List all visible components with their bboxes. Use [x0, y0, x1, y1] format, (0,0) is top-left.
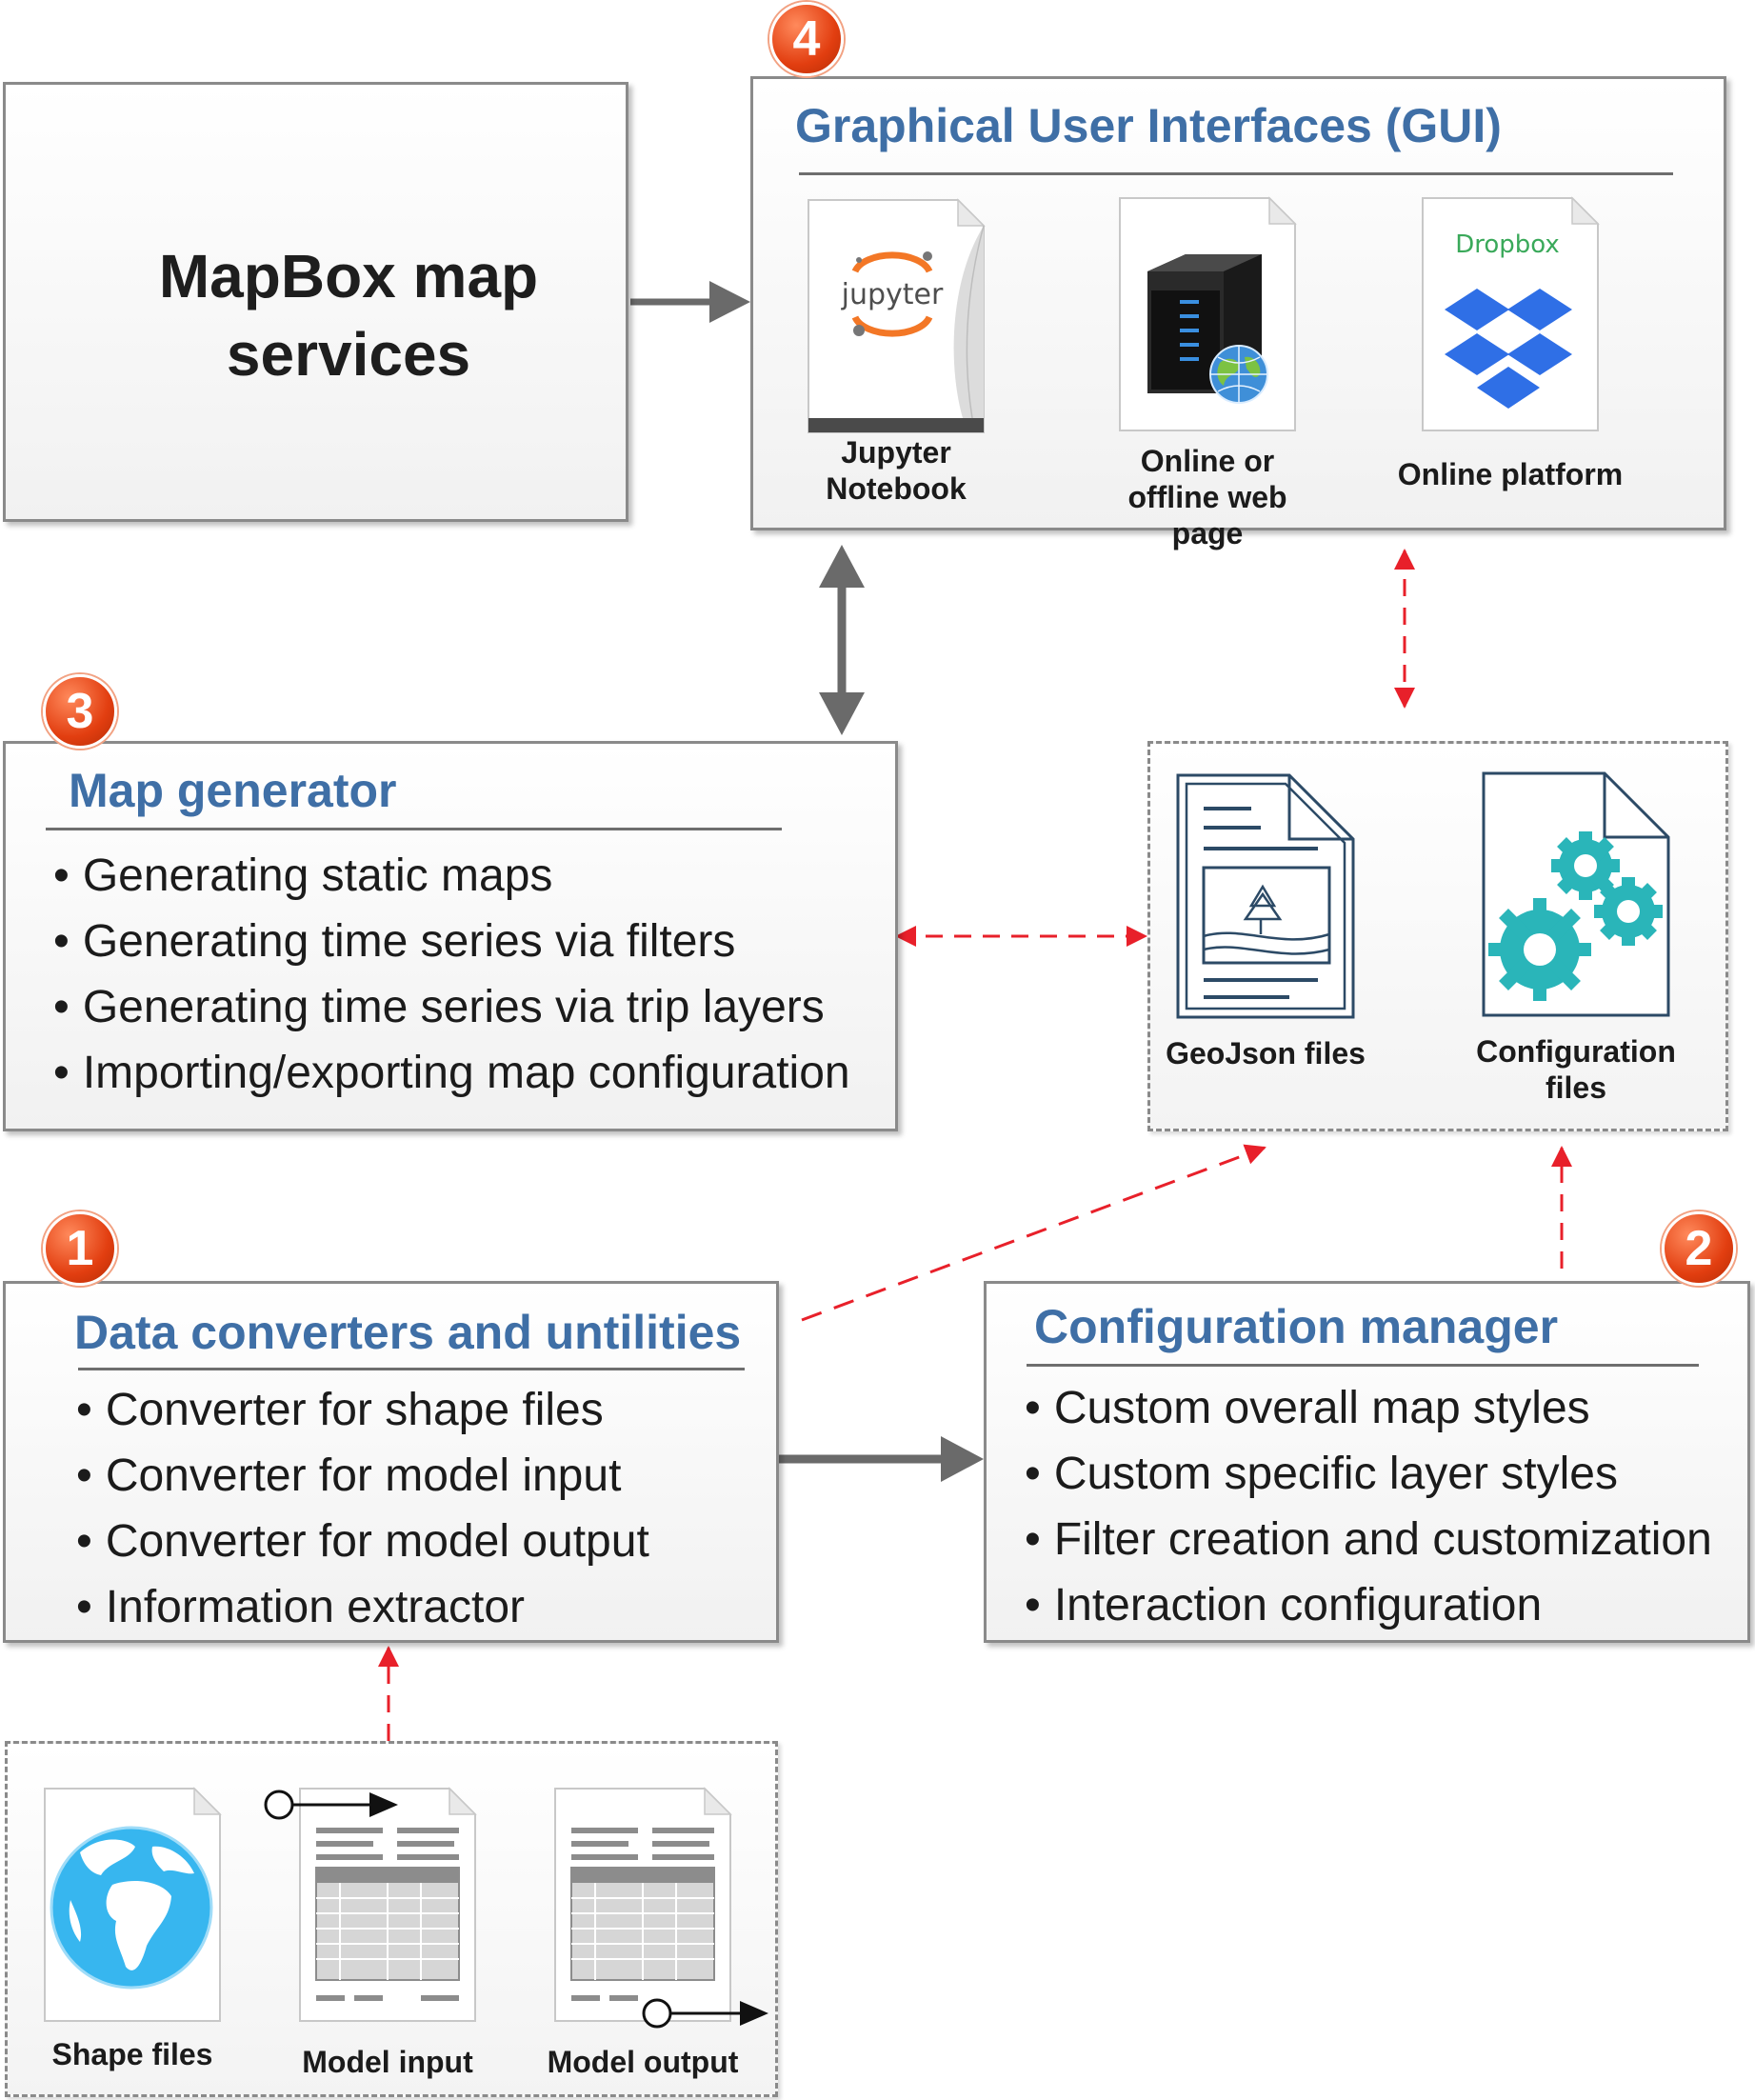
configuration-file-icon [1482, 771, 1670, 1017]
dropbox-icon: Dropbox [1422, 196, 1600, 431]
list-item: Converter for model input [76, 1443, 649, 1509]
inputs-group: Shape files Model input [5, 1741, 778, 2097]
data-converters-box: Data converters and untilities Converter… [3, 1281, 779, 1643]
list-item: Custom overall map styles [1025, 1375, 1712, 1441]
list-item: Converter for model output [76, 1509, 649, 1574]
gui-title-rule [799, 172, 1673, 175]
geojson-file-icon [1176, 773, 1355, 1019]
data-converters-title-rule [78, 1368, 745, 1370]
web-server-icon [1119, 196, 1297, 431]
configuration-manager-title-rule [1027, 1364, 1699, 1367]
badge-1: 1 [43, 1211, 117, 1286]
badge-3: 3 [43, 674, 117, 749]
geojson-files-label: GeoJson files [1166, 1036, 1366, 1070]
map-generator-bullets: Generating static maps Generating time s… [53, 843, 850, 1106]
gui-box: Graphical User Interfaces (GUI) jupyter … [750, 76, 1726, 550]
arrowhead-gui-mapgen-up [819, 545, 865, 588]
list-item: Filter creation and customization [1025, 1507, 1712, 1572]
list-item: Information extractor [76, 1574, 649, 1640]
badge-2: 2 [1662, 1211, 1736, 1286]
gui-webpage-label: Online or offline web page [1127, 444, 1287, 550]
configuration-files-label: Configuration files [1476, 1034, 1676, 1105]
list-item: Converter for shape files [76, 1377, 649, 1443]
model-input-label: Model input [302, 2045, 473, 2079]
output-arrow-icon [642, 1998, 768, 2029]
map-generator-title-rule [46, 828, 782, 830]
list-item: Custom specific layer styles [1025, 1441, 1712, 1507]
map-generator-box: Map generator Generating static maps Gen… [3, 741, 898, 1131]
model-output-icon [554, 1787, 732, 2022]
model-input-icon [299, 1787, 477, 2022]
list-item: Importing/exporting map configuration [53, 1040, 850, 1106]
list-item: Generating time series via trip layers [53, 974, 850, 1040]
gui-title: Graphical User Interfaces (GUI) [795, 99, 1502, 152]
dropbox-logo-text: Dropbox [1455, 230, 1560, 259]
arrowhead-mapbox-to-gui [709, 281, 750, 323]
mapbox-title: MapBox map services [158, 242, 539, 389]
gui-online-platform-label: Online platform [1397, 457, 1624, 491]
configuration-manager-title: Configuration manager [1034, 1300, 1559, 1353]
dashed-arrow-converters-to-geojson [801, 1144, 1266, 1322]
mapbox-services-box: MapBox map services [3, 82, 628, 522]
shape-files-label: Shape files [51, 2037, 213, 2071]
configuration-manager-box: Configuration manager Custom overall map… [984, 1281, 1750, 1643]
shape-files-icon [44, 1787, 222, 2022]
input-arrow-icon [264, 1790, 398, 1820]
jupyter-logo-text: jupyter [841, 278, 944, 311]
list-item: Generating static maps [53, 843, 850, 909]
gui-jupyter-label: Jupyter Notebook [826, 435, 967, 506]
arrowhead-gui-mapgen-down [819, 692, 865, 735]
map-generator-title: Map generator [69, 764, 397, 817]
configuration-manager-bullets: Custom overall map styles Custom specifi… [1025, 1375, 1712, 1638]
data-converters-title: Data converters and untilities [74, 1306, 742, 1359]
badge-4: 4 [769, 2, 844, 76]
data-converters-bullets: Converter for shape files Converter for … [76, 1377, 649, 1640]
arrowhead-converters-to-config [941, 1436, 984, 1482]
model-output-label: Model output [547, 2045, 739, 2079]
jupyter-notebook-icon: jupyter [808, 198, 986, 433]
list-item: Interaction configuration [1025, 1572, 1712, 1638]
files-group: GeoJson files Configurati [1147, 741, 1728, 1131]
list-item: Generating time series via filters [53, 909, 850, 974]
